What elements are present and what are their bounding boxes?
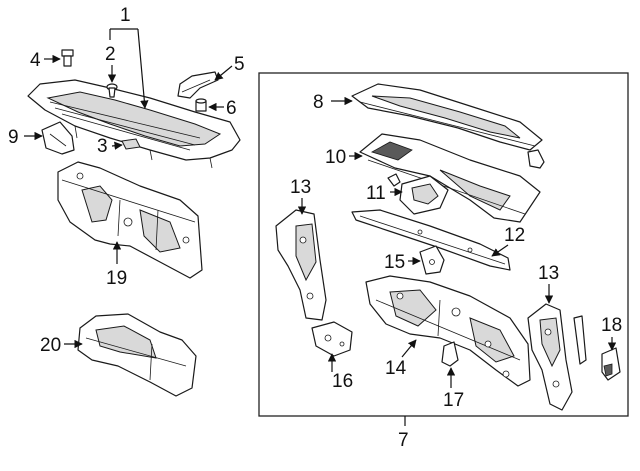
callout-12: 12 — [504, 225, 525, 246]
callout-2: 2 — [105, 44, 116, 65]
part-lower-insulator — [77, 313, 197, 397]
part-clip — [121, 138, 141, 150]
callout-17: 17 — [443, 390, 464, 411]
callout-6: 6 — [226, 98, 237, 119]
callout-5: 5 — [234, 54, 245, 75]
callout-10: 10 — [325, 147, 346, 168]
callout-9: 9 — [8, 127, 19, 148]
part-cowl-vent-grille — [27, 79, 241, 169]
part-upper-cowl-panel — [351, 83, 543, 151]
part-bracket-15 — [419, 245, 445, 275]
part-cross-member — [351, 209, 511, 271]
callout-13-right: 13 — [538, 263, 559, 284]
callout-14: 14 — [385, 358, 407, 379]
callout-16: 16 — [332, 371, 353, 392]
callout-19: 19 — [106, 268, 127, 289]
callout-15: 15 — [384, 252, 405, 273]
part-hinge-pillar-right — [527, 303, 587, 411]
part-cowl-plenum — [359, 133, 541, 223]
callout-11: 11 — [366, 183, 386, 204]
leader-1 — [109, 28, 145, 108]
leader-3 — [111, 141, 123, 150]
callout-20: 20 — [40, 335, 61, 356]
callout-8: 8 — [313, 92, 324, 113]
assembly-group-box — [258, 72, 629, 417]
callout-7: 7 — [398, 430, 409, 451]
leader-5 — [214, 65, 233, 81]
callout-3: 3 — [97, 136, 108, 157]
part-push-pin — [106, 83, 118, 98]
callout-13-left: 13 — [290, 177, 311, 198]
part-bracket-16 — [311, 321, 353, 357]
part-small-bracket-10 — [527, 149, 545, 169]
leader-14 — [401, 339, 417, 358]
callout-1: 1 — [120, 5, 131, 26]
leader-12 — [491, 244, 509, 257]
part-seal — [41, 121, 75, 155]
part-reinforcement-17 — [441, 341, 459, 367]
part-18 — [601, 347, 621, 381]
part-dash-insulator — [57, 161, 203, 279]
part-screw — [61, 49, 74, 67]
callout-4: 4 — [30, 50, 41, 71]
part-dash-panel — [365, 275, 531, 387]
part-reinforcement-plate — [387, 173, 449, 215]
part-hinge-pillar-left — [275, 209, 327, 321]
callout-18: 18 — [601, 315, 622, 336]
part-nut — [195, 98, 207, 112]
